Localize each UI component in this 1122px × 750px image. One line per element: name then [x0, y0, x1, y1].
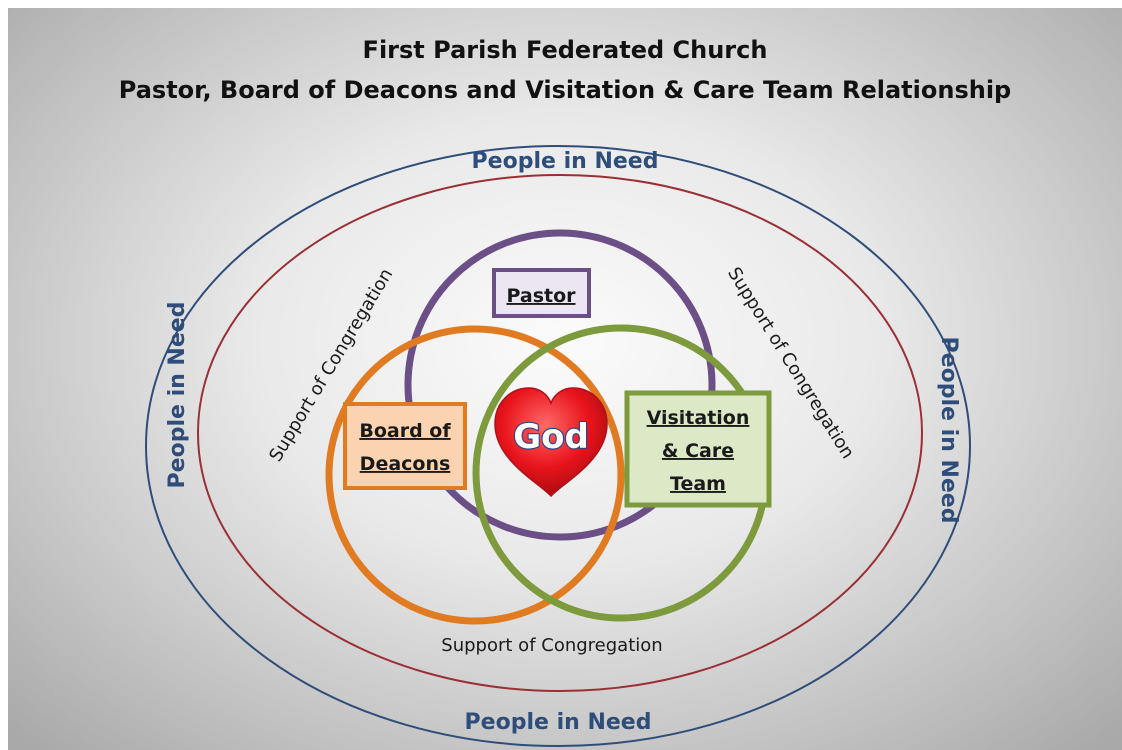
outer-ring-people-in-need — [145, 145, 971, 747]
deacons-label-line1: Board of — [359, 420, 451, 442]
relationship-diagram: First Parish Federated Church Pastor, Bo… — [119, 36, 1011, 747]
visitation-box — [624, 390, 772, 508]
visitation-label-line3: Team — [670, 473, 726, 495]
inner-ring-support — [197, 174, 923, 692]
deacons-circle — [325, 325, 625, 625]
pastor-box — [492, 268, 591, 318]
heart-icon — [494, 387, 608, 498]
god-label: God — [513, 417, 589, 457]
visitation-label-line2: & Care — [662, 440, 734, 462]
visitation-label-line1: Visitation — [647, 407, 750, 429]
deacons-box — [343, 402, 467, 490]
title-line-2: Pastor, Board of Deacons and Visitation … — [119, 76, 1011, 104]
people-in-need-right: People in Need — [936, 337, 961, 524]
title-line-1: First Parish Federated Church — [363, 36, 768, 64]
people-in-need-top: People in Need — [472, 149, 659, 174]
pastor-circle — [404, 229, 716, 541]
people-in-need-bottom: People in Need — [465, 710, 652, 735]
support-label-bottom: Support of Congregation — [441, 635, 662, 656]
deacons-label-line2: Deacons — [360, 453, 451, 475]
diagram-canvas: First Parish Federated Church Pastor, Bo… — [8, 8, 1122, 750]
people-in-need-left: People in Need — [165, 302, 190, 489]
pastor-label: Pastor — [506, 285, 576, 307]
